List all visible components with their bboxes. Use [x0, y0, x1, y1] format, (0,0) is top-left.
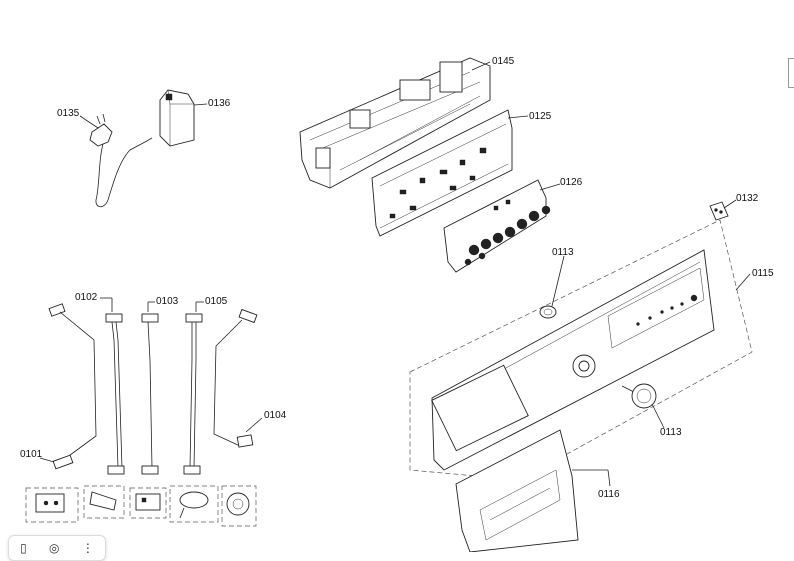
part-0104-harness[interactable]	[213, 308, 258, 448]
part-0125-main-pcb[interactable]	[371, 109, 513, 237]
part-0115-fascia-panel[interactable]	[431, 249, 715, 471]
part-0145-control-frame[interactable]	[299, 57, 491, 189]
label-0105: 0105	[205, 296, 228, 307]
share-icon[interactable]: ◎	[49, 541, 60, 555]
component-box-3[interactable]	[129, 487, 167, 519]
label-0101: 0101	[20, 449, 43, 460]
component-box-4[interactable]	[169, 485, 219, 523]
side-panel-tab[interactable]	[788, 58, 794, 88]
outline-0115-envelope	[409, 219, 753, 481]
image-toolbar: ▯ ◎ ⋮	[8, 535, 106, 561]
label-0104: 0104	[264, 410, 287, 421]
part-0132-bracket[interactable]	[709, 201, 729, 221]
label-0116: 0116	[598, 489, 620, 500]
part-0113-knob-large[interactable]	[621, 383, 657, 409]
select-icon[interactable]: ▯	[20, 541, 27, 555]
part-0126-knob-pcb[interactable]	[443, 179, 551, 273]
part-0102-harness[interactable]	[105, 313, 125, 475]
part-0113-knob-small[interactable]	[539, 305, 557, 319]
label-0136: 0136	[208, 98, 231, 109]
part-0136-cover[interactable]	[159, 89, 195, 147]
label-0103: 0103	[156, 296, 179, 307]
part-0116-dispenser-front[interactable]	[455, 429, 579, 552]
label-0102: 0102	[75, 292, 98, 303]
label-0113-upper: 0113	[552, 247, 574, 258]
label-0135: 0135	[57, 108, 80, 119]
label-0126: 0126	[560, 177, 583, 188]
label-0145: 0145	[492, 56, 515, 67]
more-icon[interactable]: ⋮	[81, 541, 94, 555]
label-0113-lower: 0113	[660, 427, 682, 438]
component-box-2[interactable]	[83, 485, 125, 519]
part-0105-harness[interactable]	[183, 313, 203, 475]
component-box-1[interactable]	[25, 487, 79, 523]
part-0101-harness[interactable]	[48, 303, 97, 470]
component-box-5[interactable]	[221, 485, 257, 527]
label-0125: 0125	[529, 111, 552, 122]
part-0103-harness[interactable]	[141, 313, 159, 475]
label-0115: 0115	[752, 268, 774, 279]
part-0135-power-cord[interactable]	[89, 113, 153, 208]
label-0132: 0132	[736, 193, 759, 204]
